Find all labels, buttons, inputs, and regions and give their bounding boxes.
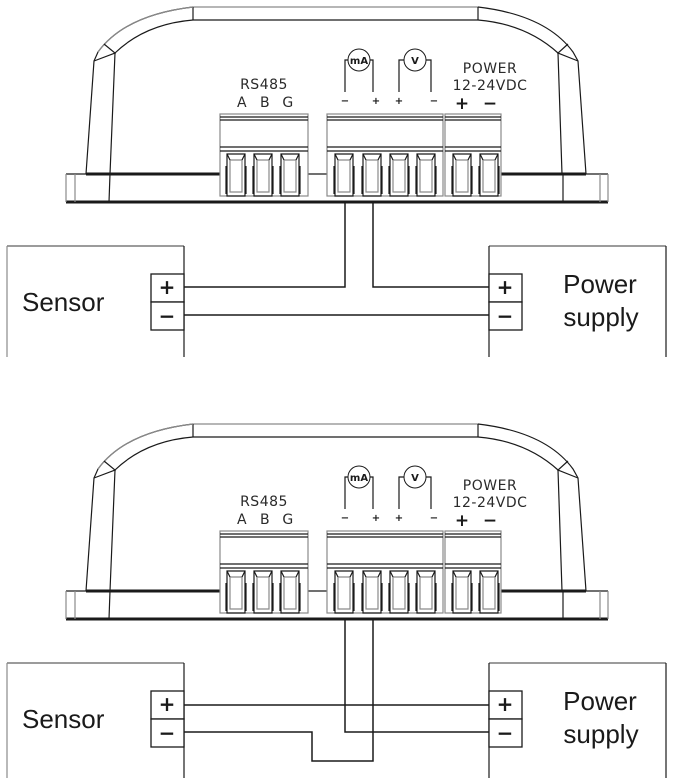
psu-label-line2: supply (563, 302, 638, 332)
rs485-pin-a: A (237, 95, 247, 111)
output-sign-1: − (341, 96, 349, 107)
wire-device-to-sensor-plus (184, 202, 346, 288)
power-plus-sign: + (455, 511, 469, 531)
sensor-minus-terminal: − (159, 721, 176, 745)
rs485-pin-a: A (237, 512, 247, 528)
rs485-pin-g: G (282, 512, 293, 528)
milliamp-meter-icon: mA (344, 465, 374, 509)
output-sign-3: + (395, 513, 403, 524)
rs485-terminal-block (219, 530, 309, 614)
sensor-box: + − Sensor (6, 662, 185, 778)
output-terminal-block (326, 530, 444, 614)
power-plus-sign: + (455, 94, 469, 114)
voltmeter-icon: V (398, 465, 432, 509)
output-terminal-block (326, 113, 444, 197)
power-label: POWER (463, 478, 517, 494)
diagram-1: RS485 A B G mA V − + + − POWER 12-24VDC … (6, 5, 667, 357)
psu-label-line1: Power (563, 686, 637, 716)
psu-plus-terminal: + (497, 692, 514, 716)
output-sign-3: + (395, 96, 403, 107)
sensor-plus-terminal: + (159, 692, 176, 716)
power-supply-box: + − Power supply (488, 662, 667, 778)
meter-ma-label: mA (350, 473, 368, 484)
psu-plus-terminal: + (497, 275, 514, 299)
power-terminal-block (444, 530, 502, 614)
power-terminal-block (444, 113, 502, 197)
power-minus-sign: − (483, 511, 497, 531)
meter-ma-label: mA (350, 56, 368, 67)
output-sign-4: − (430, 513, 438, 524)
power-voltage-label: 12-24VDC (453, 495, 528, 511)
output-sign-4: − (430, 96, 438, 107)
power-supply-box: + − Power supply (488, 245, 667, 357)
sensor-label: Sensor (22, 704, 105, 734)
output-sign-2: + (372, 513, 380, 524)
milliamp-meter-icon: mA (344, 48, 374, 92)
power-minus-sign: − (483, 94, 497, 114)
psu-label-line2: supply (563, 719, 638, 749)
diagram-2: RS485 A B G mA V − + + − POWER 12-24VDC … (6, 422, 667, 778)
sensor-minus-terminal: − (159, 304, 176, 328)
wire-device-to-psu-minus (344, 619, 489, 733)
rs485-pin-g: G (282, 95, 293, 111)
rs485-label: RS485 (240, 494, 288, 510)
rs485-label: RS485 (240, 77, 288, 93)
sensor-plus-terminal: + (159, 275, 176, 299)
power-voltage-label: 12-24VDC (453, 78, 528, 94)
psu-minus-terminal: − (497, 721, 514, 745)
rs485-terminal-block (219, 113, 309, 197)
voltmeter-icon: V (398, 48, 432, 92)
wire-device-to-sensor-minus (184, 619, 374, 762)
meter-v-label: V (411, 473, 419, 484)
power-label: POWER (463, 61, 517, 77)
sensor-label: Sensor (22, 287, 105, 317)
meter-v-label: V (411, 56, 419, 67)
sensor-box: + − Sensor (6, 245, 185, 357)
rs485-pin-b: B (260, 95, 270, 111)
output-sign-1: − (341, 513, 349, 524)
psu-label-line1: Power (563, 269, 637, 299)
wire-device-to-psu-plus (372, 202, 489, 288)
rs485-pin-b: B (260, 512, 270, 528)
psu-minus-terminal: − (497, 304, 514, 328)
output-sign-2: + (372, 96, 380, 107)
